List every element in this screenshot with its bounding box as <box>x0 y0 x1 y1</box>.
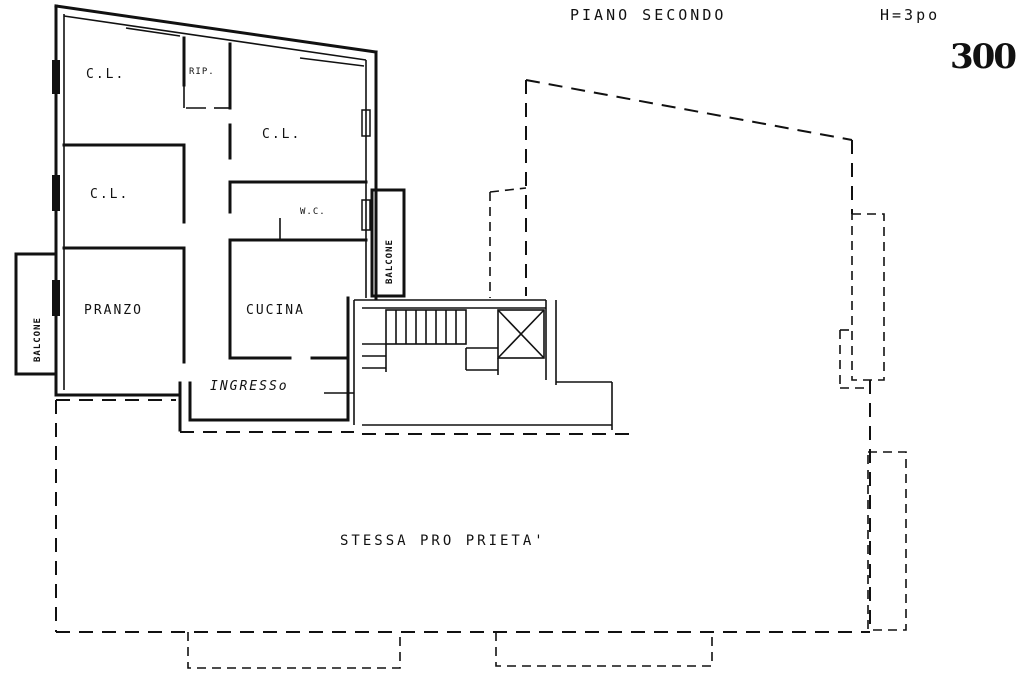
room-label-pranzo: PRANZO <box>84 303 143 318</box>
room-label-balcone-right: BALCONE <box>385 239 395 284</box>
property-outline <box>55 79 907 669</box>
interior-walls <box>62 27 368 364</box>
room-label-balcone-left: BALCONE <box>33 317 43 362</box>
room-label-wc: W.C. <box>300 207 326 217</box>
room-label-cl-2: C.L. <box>262 127 301 142</box>
stairwell <box>324 299 613 430</box>
room-label-rip: RIP. <box>189 67 215 77</box>
balcony-left <box>14 252 58 376</box>
area-label-stessa-proprieta: STESSA PRO PRIETA' <box>340 533 546 549</box>
ceiling-height: H=3po <box>880 6 940 24</box>
room-label-cucina: CUCINA <box>246 303 305 318</box>
room-label-cl-3: C.L. <box>90 187 129 202</box>
room-label-cl-1: C.L. <box>86 67 125 82</box>
room-label-ingresso: INGRESSo <box>210 379 289 394</box>
balcony-right <box>370 188 406 298</box>
height-stamp: 300 <box>950 37 1016 77</box>
plan-title: PIANO SECONDO <box>570 6 726 24</box>
